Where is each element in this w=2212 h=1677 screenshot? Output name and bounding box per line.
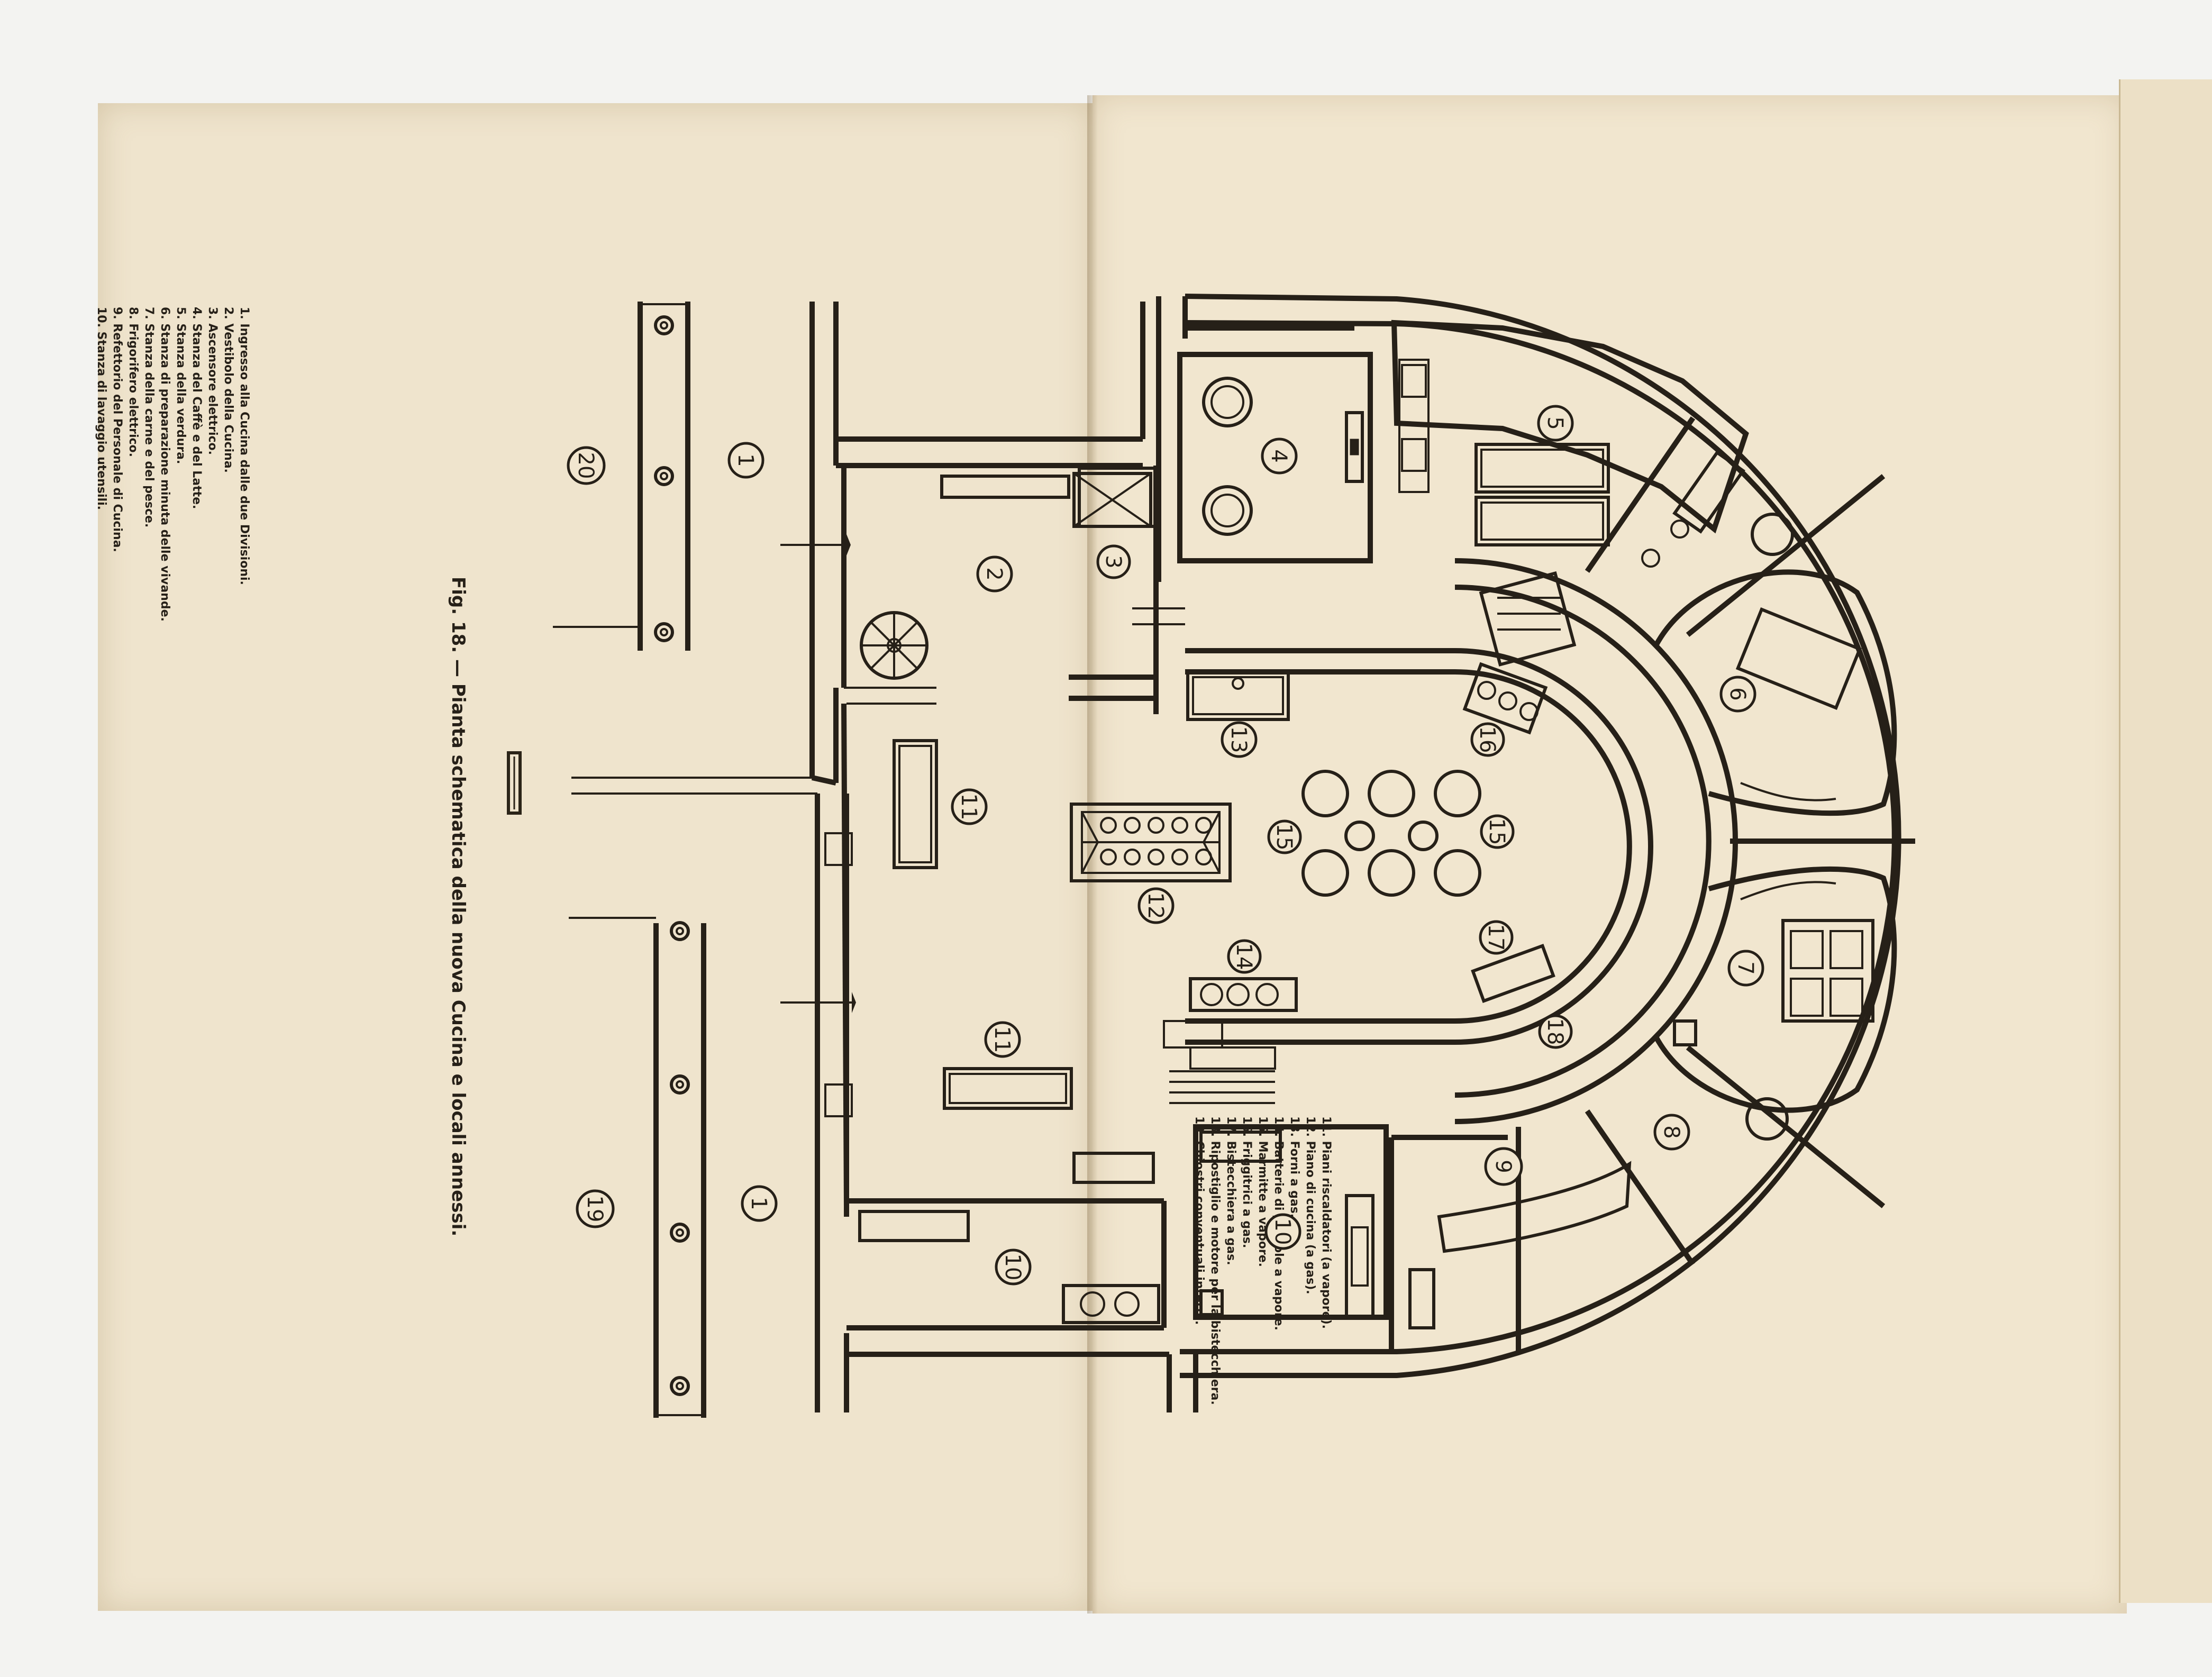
room-label-10-left: 10 (995, 1248, 1032, 1286)
svg-text:12: 12 (1143, 892, 1168, 919)
room-label-1a: 1 (727, 442, 764, 479)
cloister-colonnade-bottom (569, 917, 706, 1418)
legend-item-12: 12. Piano di cucina (a gas). (1304, 1116, 1317, 1295)
room-label-10-right: 10 (1264, 1213, 1301, 1250)
room-2-fittings (940, 466, 1185, 714)
legend-item-18: 18. Ripostiglio e motore per la bistecch… (1208, 1116, 1222, 1405)
room-label-6: 6 (1719, 676, 1756, 713)
room-label-20: 20 (567, 446, 606, 485)
room-label-3: 3 (1096, 544, 1131, 579)
svg-text:14: 14 (1232, 943, 1256, 970)
steam-tables-11 (893, 739, 1073, 1110)
room-labels: 1 20 1 19 2 3 4 5 6 7 8 9 10 10 11 11 12… (567, 405, 1764, 1286)
svg-text:13: 13 (1226, 726, 1251, 753)
svg-text:6: 6 (1725, 687, 1750, 700)
main-walls-left (571, 302, 1145, 1412)
svg-text:10: 10 (1000, 1254, 1025, 1281)
room-label-2: 2 (976, 555, 1013, 593)
legend-item-6: 6. Stanza di preparazione minuta delle v… (158, 307, 171, 622)
figure-title: Fig. 18. — Pianta schematica della nuova… (448, 577, 469, 1236)
rooms-8-9-10-18 (1163, 1020, 1632, 1329)
svg-text:2: 2 (982, 567, 1006, 580)
svg-text:20: 20 (574, 452, 598, 479)
gas-range-12 (1070, 803, 1232, 882)
svg-text:15: 15 (1272, 824, 1296, 851)
room-10-left-fittings (846, 1152, 1198, 1412)
svg-text:16: 16 (1475, 726, 1499, 753)
svg-text:1: 1 (747, 1197, 771, 1210)
legend-item-11: 11. Piani riscaldatori (a vapore). (1319, 1116, 1333, 1329)
room-label-8: 8 (1653, 1114, 1690, 1151)
legend-item-15: 15. Marmitte a vapore. (1256, 1116, 1269, 1267)
room-label-16: 16 (1470, 722, 1505, 757)
room-label-19: 19 (576, 1189, 615, 1228)
room-label-12: 12 (1137, 887, 1175, 924)
room-label-4: 4 (1261, 438, 1298, 475)
room-label-13: 13 (1221, 721, 1258, 758)
legend-item-16: 16. Friggitrici a gas. (1240, 1116, 1253, 1248)
svg-text:9: 9 (1491, 1160, 1515, 1173)
room-label-5: 5 (1537, 405, 1574, 442)
central-kitchen-fixtures (1186, 571, 1577, 1012)
legend-item-3: 3. Ascensore elettrico. (206, 307, 219, 455)
room-label-11b: 11 (984, 1021, 1021, 1058)
svg-text:15: 15 (1485, 818, 1509, 845)
booklet-stamp (507, 751, 522, 815)
room-label-1b: 1 (741, 1185, 778, 1222)
legend-item-9: 9. Refettorio del Personale di Cucina. (111, 307, 124, 552)
room-label-17: 17 (1479, 920, 1514, 955)
left-page (98, 103, 1093, 1611)
svg-text:3: 3 (1101, 555, 1125, 568)
room-label-7: 7 (1727, 950, 1764, 987)
legend-item-1: 1. Ingresso alla Cucina dalle due Divisi… (238, 307, 251, 585)
svg-text:1: 1 (733, 453, 758, 467)
svg-text:4: 4 (1267, 449, 1291, 462)
svg-text:7: 7 (1733, 961, 1758, 974)
next-page-edge (2119, 79, 2212, 1603)
legend-item-17: 17. Bistecchiera a gas. (1224, 1116, 1237, 1265)
legend-right: 11. Piani riscaldatori (a vapore). 12. P… (1193, 1116, 1333, 1405)
svg-text:11: 11 (990, 1026, 1014, 1053)
room-label-15b: 15 (1480, 814, 1515, 849)
svg-text:8: 8 (1659, 1125, 1683, 1138)
legend-left: 1. Ingresso alla Cucina dalle due Divisi… (95, 307, 251, 622)
rooms-6-7-lobes (1653, 513, 1897, 1141)
room-label-15a: 15 (1267, 819, 1302, 854)
legend-item-2: 2. Vestibolo della Cucina. (222, 307, 235, 473)
legend-item-5: 5. Stanza della verdura. (174, 307, 187, 464)
legend-item-8: 8. Frigorifero elettrico. (126, 307, 140, 457)
svg-text:18: 18 (1543, 1018, 1567, 1045)
right-service-rooms (1078, 296, 1749, 582)
svg-text:19: 19 (582, 1196, 607, 1223)
room-label-9: 9 (1484, 1147, 1523, 1186)
svg-text:17: 17 (1483, 924, 1508, 951)
legend-item-7: 7. Stanza della carne e del pesce. (142, 307, 156, 527)
room-label-14: 14 (1227, 939, 1262, 974)
svg-text:10: 10 (1270, 1218, 1295, 1245)
legend-item-4: 4. Stanza del Caffè e del Latte. (190, 307, 203, 509)
cloister-colonnade-top (553, 302, 690, 651)
legend-item-10: 10. Stanza di lavaggio utensili. (95, 307, 108, 510)
svg-text:5: 5 (1543, 416, 1567, 430)
svg-text:11: 11 (957, 794, 981, 821)
room-label-18: 18 (1538, 1014, 1573, 1049)
legend-item-13: 13. Forni a gas. (1288, 1116, 1301, 1218)
figure-caption: Fig. 18. — Pianta schematica della nuova… (448, 577, 469, 1236)
room-label-11a: 11 (951, 788, 988, 825)
